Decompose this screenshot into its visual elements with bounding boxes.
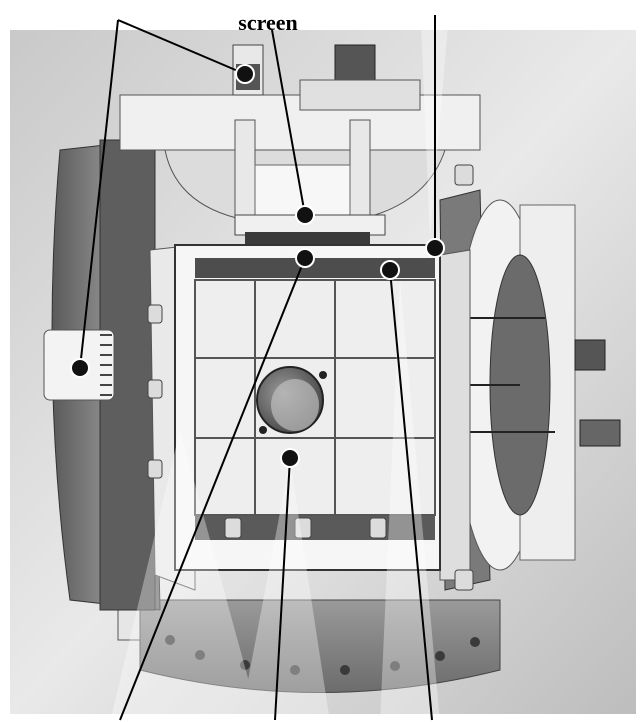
leader-line-top-left-b bbox=[79, 19, 119, 369]
leader-line-bottom-left bbox=[119, 257, 306, 721]
base-cylinder bbox=[117, 589, 501, 693]
callout-markers bbox=[70, 64, 445, 468]
panel-grid bbox=[194, 279, 436, 516]
marker-screen-holder bbox=[295, 248, 315, 268]
glow-overlays bbox=[110, 0, 450, 722]
studs bbox=[147, 164, 474, 591]
marker-right-edge bbox=[425, 238, 445, 258]
marker-connector bbox=[235, 64, 255, 84]
marker-left-flange bbox=[70, 358, 90, 378]
label-screen: screen bbox=[238, 10, 297, 35]
marker-screen bbox=[295, 205, 315, 225]
leader-line-screen bbox=[271, 29, 306, 216]
leader-line-bottom-middle bbox=[274, 457, 291, 721]
left-flange bbox=[43, 139, 161, 611]
leader-line-bottom-right bbox=[389, 269, 433, 721]
marker-panel bbox=[280, 448, 300, 468]
viewing-port bbox=[256, 366, 327, 434]
leader-lines bbox=[79, 15, 436, 721]
leader-line-top-left-a bbox=[117, 19, 246, 75]
marker-frame-corner bbox=[380, 260, 400, 280]
